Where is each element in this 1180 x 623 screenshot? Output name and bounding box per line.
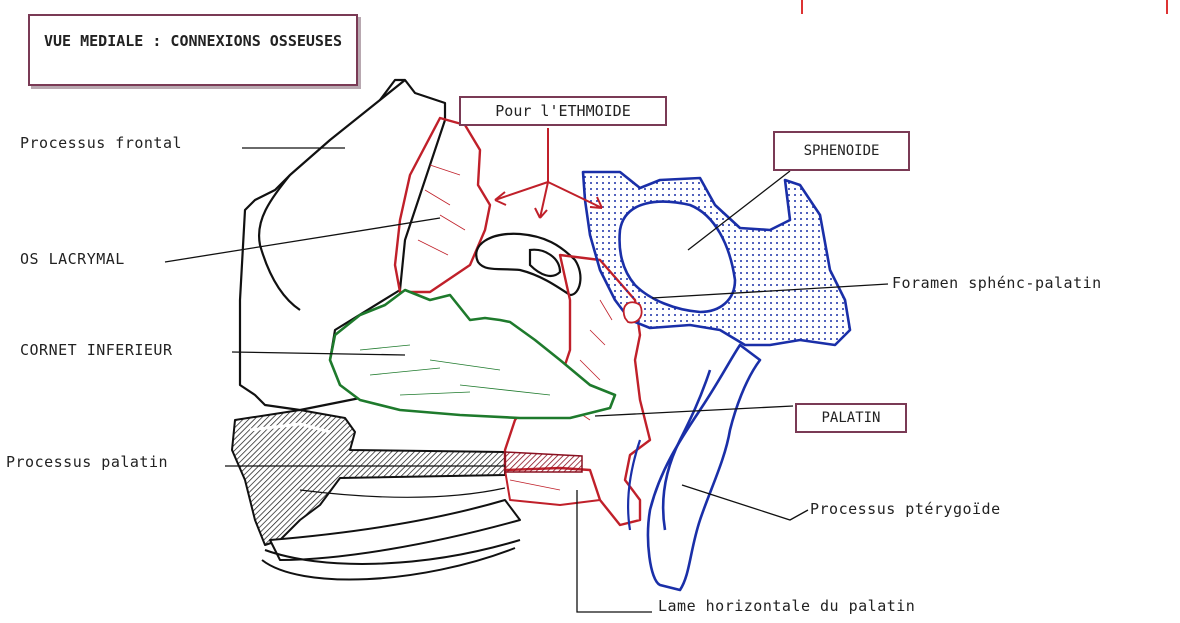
sphenoid-bone [583,172,850,590]
label-os-lacrymal: OS LACRYMAL [20,250,125,268]
ethmoide-box: Pour l'ETHMOIDE [459,96,667,126]
lacrimal-bone [395,118,490,292]
label-processus-pterygoide: Processus ptérygoïde [810,500,1001,518]
label-processus-frontal: Processus frontal [20,134,182,152]
sphenoide-box: SPHENOIDE [773,131,910,171]
label-lame-horizontale: Lame horizontale du palatin [658,597,915,615]
label-foramen: Foramen sphénc-palatin [892,274,1102,292]
diagram-title-box: VUE MEDIALE : CONNEXIONS OSSEUSES [28,14,358,86]
palate-alveolar [232,410,520,580]
label-processus-palatin: Processus palatin [6,453,168,471]
ethmoid-cells [476,234,580,295]
diagram-title: VUE MEDIALE : CONNEXIONS OSSEUSES [44,32,342,50]
palatin-box: PALATIN [795,403,907,433]
label-cornet-inferieur: CORNET INFERIEUR [20,341,173,359]
